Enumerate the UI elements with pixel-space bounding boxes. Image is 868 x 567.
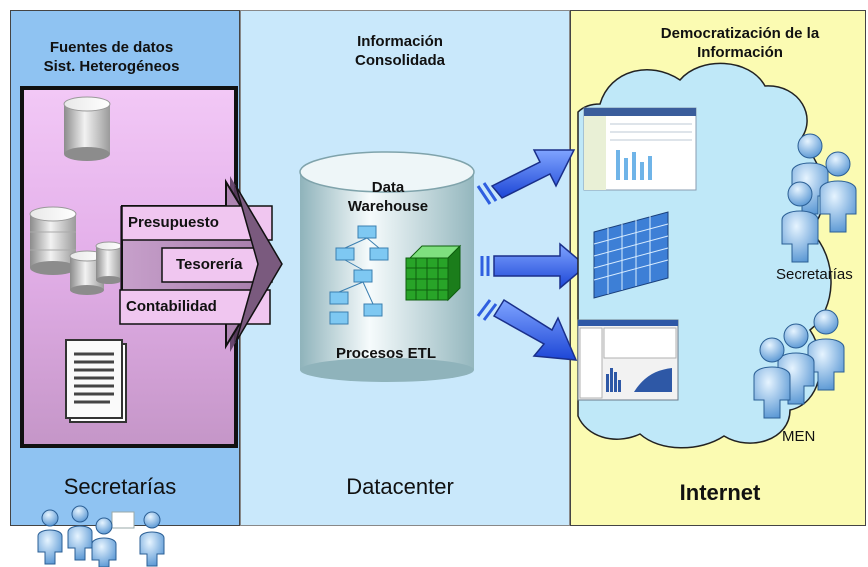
person-icon	[781, 181, 819, 263]
source-tesoreria: Tesorería	[176, 256, 243, 273]
person-group-men	[753, 309, 845, 419]
warehouse-label: Data Warehouse	[330, 178, 446, 216]
secretarias-group-label: Secretarías	[776, 266, 853, 283]
arrow-icon	[476, 298, 578, 361]
etl-network-icon	[329, 225, 389, 325]
democratization-header: Democratización de la Información	[630, 24, 850, 62]
person-icon	[777, 323, 815, 405]
internet-footer: Internet	[679, 480, 761, 505]
source-presupuesto: Presupuesto	[128, 214, 219, 231]
database-stack-icon	[29, 206, 123, 295]
warehouse-label-line2: Warehouse	[347, 198, 429, 215]
person-icon	[91, 517, 117, 567]
person-group-secretarias	[781, 133, 857, 263]
person-icon	[807, 309, 845, 391]
report-screenshot-icon	[583, 107, 697, 191]
database-icon	[63, 96, 111, 161]
democratization-header-line1: Democratización de la	[660, 25, 820, 42]
person-icon	[37, 509, 63, 565]
sources-header: Fuentes de datos Sist. Heterogéneos	[14, 38, 209, 76]
person-icon	[753, 337, 791, 419]
warehouse-label-line1: Data	[371, 179, 405, 196]
democratization-header-line2: Información	[697, 44, 783, 61]
document-icon	[65, 339, 127, 423]
arrow-icon	[476, 149, 576, 205]
men-group-label: MEN	[782, 428, 816, 445]
source-arrows	[119, 176, 283, 352]
source-contabilidad: Contabilidad	[126, 298, 217, 315]
cube-icon	[405, 244, 462, 302]
secretarias-footer: Secretarías	[63, 474, 177, 499]
person-icon	[139, 511, 165, 567]
sources-header-line2: Sist. Heterogéneos	[43, 58, 180, 75]
table-screenshot-icon	[593, 211, 669, 299]
etl-label: Procesos ETL	[335, 345, 437, 362]
person-group-bottom	[37, 505, 165, 567]
analysis-screenshot-icon	[577, 319, 679, 401]
person-icon	[67, 505, 93, 561]
person-icon	[819, 151, 857, 233]
consolidated-header-line2: Consolidada	[354, 52, 445, 69]
consolidated-header-line1: Información	[357, 33, 443, 50]
sources-header-line1: Fuentes de datos	[49, 39, 174, 56]
datacenter-footer: Datacenter	[346, 474, 454, 499]
consolidated-header: Información Consolidada	[330, 32, 470, 70]
tesoreria-band	[161, 247, 273, 283]
arrow-icon	[480, 242, 588, 290]
